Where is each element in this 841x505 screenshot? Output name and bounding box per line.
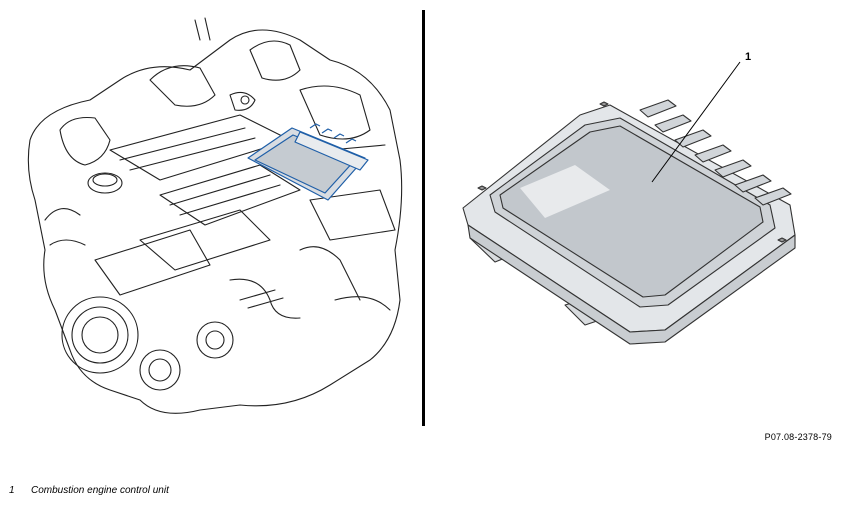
figure-id: P07.08-2378-79 [764, 432, 832, 442]
callout-number: 1 [745, 51, 751, 63]
legend-item: 1 Combustion engine control unit [9, 485, 169, 496]
engine-diagram: 1 [27, 17, 796, 414]
callout-leader-line [651, 61, 741, 183]
legend-number: 1 [9, 485, 15, 496]
panel-divider [422, 10, 425, 426]
legend-label: Combustion engine control unit [31, 485, 169, 496]
engine-illustration: 1 [27, 17, 796, 414]
